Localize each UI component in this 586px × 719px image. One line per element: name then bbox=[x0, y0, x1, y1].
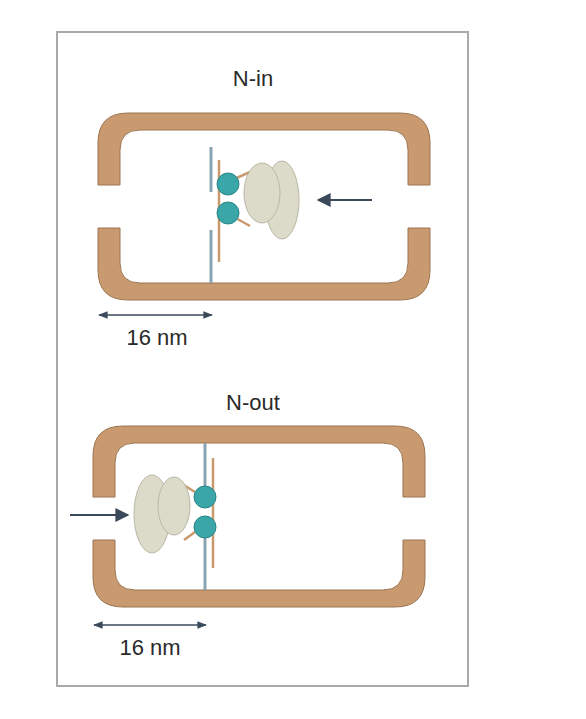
chamber-wall bbox=[93, 540, 425, 607]
chamber-n-out bbox=[70, 426, 425, 625]
bead bbox=[217, 173, 239, 195]
direction-arrow bbox=[318, 199, 372, 201]
dimension-label: 16 nm bbox=[119, 636, 180, 660]
bead bbox=[194, 516, 216, 538]
bead bbox=[217, 202, 239, 224]
protein-lobe bbox=[244, 163, 280, 223]
chamber-wall bbox=[98, 228, 430, 300]
direction-arrow bbox=[70, 514, 128, 516]
protein-lobe bbox=[158, 477, 190, 535]
dimension-arrow bbox=[94, 624, 206, 626]
chamber-n-in bbox=[98, 113, 430, 315]
frame bbox=[57, 32, 468, 686]
tether-strand bbox=[212, 458, 215, 568]
panel-title: N-out bbox=[226, 391, 280, 415]
dimension-label: 16 nm bbox=[126, 326, 187, 350]
panel-title: N-in bbox=[233, 67, 273, 91]
membrane bbox=[210, 147, 213, 192]
dimension-arrow bbox=[99, 314, 212, 316]
linker bbox=[184, 532, 195, 540]
membrane bbox=[204, 443, 207, 486]
membrane bbox=[204, 538, 207, 590]
membrane bbox=[210, 230, 213, 283]
bead bbox=[194, 486, 216, 508]
